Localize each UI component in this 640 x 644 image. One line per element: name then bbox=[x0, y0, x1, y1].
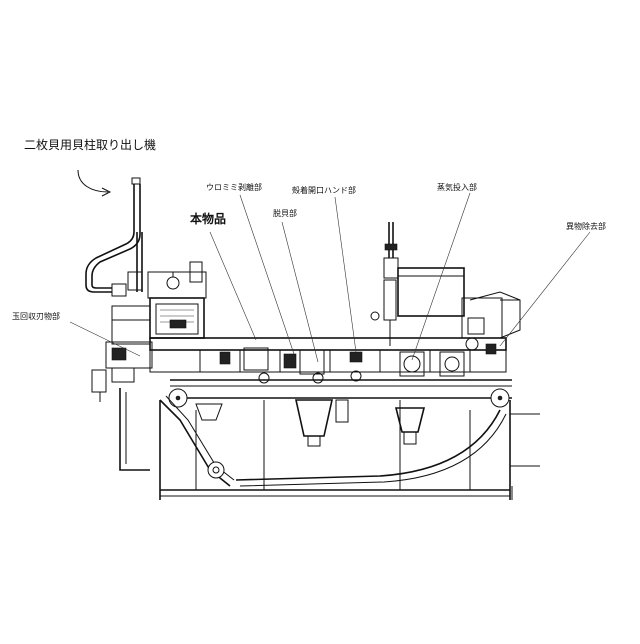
label-tamaharai: 玉回収刃物部 bbox=[12, 313, 60, 321]
conveyor bbox=[169, 380, 512, 407]
label-uromimi: ウロミミ剥離部 bbox=[206, 184, 262, 192]
work-deck bbox=[150, 338, 506, 383]
steam-tank bbox=[371, 222, 520, 346]
label-kaibashira: 脱貝部 bbox=[273, 210, 297, 218]
steam-pipe bbox=[86, 178, 142, 296]
upper-housing bbox=[112, 262, 206, 344]
base-frame bbox=[160, 400, 540, 500]
label-honbuppin: 本物品 bbox=[190, 213, 226, 225]
title-arrow bbox=[78, 170, 110, 196]
label-jouki: 蒸気投入部 bbox=[437, 184, 477, 192]
label-kaiheiguchi: 殻着開口ハンド部 bbox=[292, 187, 356, 195]
label-ibutsu: 異物除去部 bbox=[566, 223, 606, 231]
machine-title: 二枚貝用貝柱取り出し機 bbox=[24, 139, 156, 151]
left-unit bbox=[92, 342, 234, 486]
hoppers bbox=[196, 400, 424, 446]
